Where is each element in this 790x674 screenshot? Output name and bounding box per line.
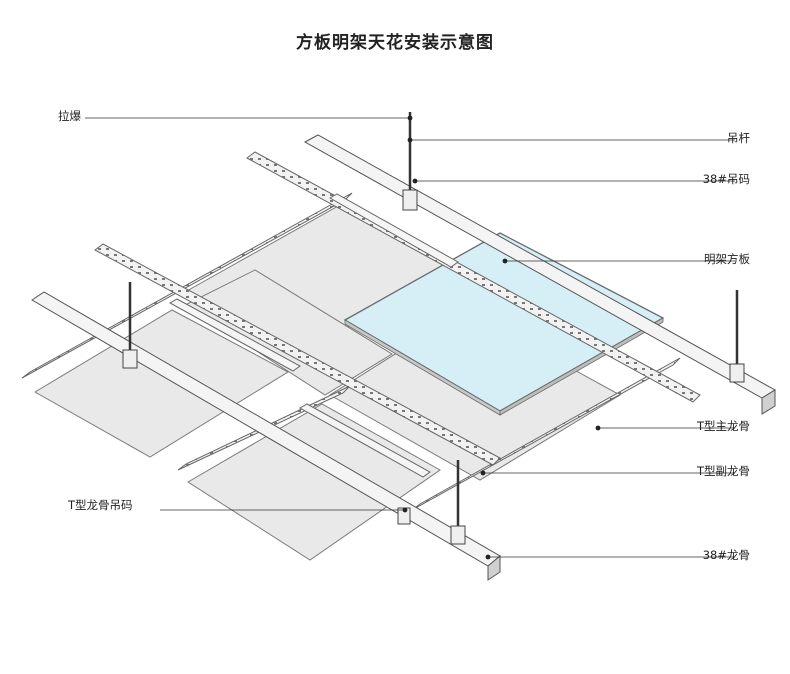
label-tee-hanger: T型龙骨吊码 xyxy=(68,498,133,512)
dot-channel-38 xyxy=(485,554,491,560)
label-cross-tee: T型副龙骨 xyxy=(696,464,750,478)
label-main-tee: T型主龙骨 xyxy=(696,419,750,433)
hanger-bracket-4 xyxy=(450,525,466,545)
dot-main-tee xyxy=(595,425,601,431)
dot-hanger-38 xyxy=(412,178,418,184)
leader-lines xyxy=(85,117,735,558)
dot-cross-tee xyxy=(480,470,486,476)
channel-beam-2-face xyxy=(761,389,776,415)
label-anchor-bolt: 拉爆 xyxy=(58,109,81,123)
panel-left xyxy=(34,309,290,458)
highlight-panel-group xyxy=(343,232,665,416)
label-channel-38: 38#龙骨 xyxy=(702,548,750,562)
dot-anchor xyxy=(407,115,413,121)
hanger-bracket-3 xyxy=(729,363,745,383)
leader-dots xyxy=(402,115,601,560)
dot-hanger-rod xyxy=(407,137,413,143)
hanger-bracket-2 xyxy=(122,349,138,369)
dot-panel xyxy=(502,258,508,264)
main-tee-4 xyxy=(94,243,501,466)
main-tee-3 xyxy=(411,357,681,511)
panel-center xyxy=(183,269,393,396)
hanger-brackets xyxy=(122,189,745,545)
cross-tee-runners xyxy=(168,193,459,478)
cross-tee-3 xyxy=(328,193,459,268)
channel-beam-1-face xyxy=(487,554,501,581)
cross-tee-1 xyxy=(168,298,301,372)
hanger-bracket-1 xyxy=(402,189,418,211)
label-hanger-rod: 吊杆 xyxy=(727,131,750,145)
diagram-title: 方板明架天花安装示意图 xyxy=(296,33,494,53)
cross-tee-2 xyxy=(298,403,431,478)
label-panel: 明架方板 xyxy=(704,252,750,266)
label-hanger-38: 38#吊码 xyxy=(702,172,750,186)
channel-38-beams xyxy=(31,134,776,581)
hanger-rods xyxy=(128,112,739,532)
dot-tee-hanger xyxy=(402,507,408,513)
